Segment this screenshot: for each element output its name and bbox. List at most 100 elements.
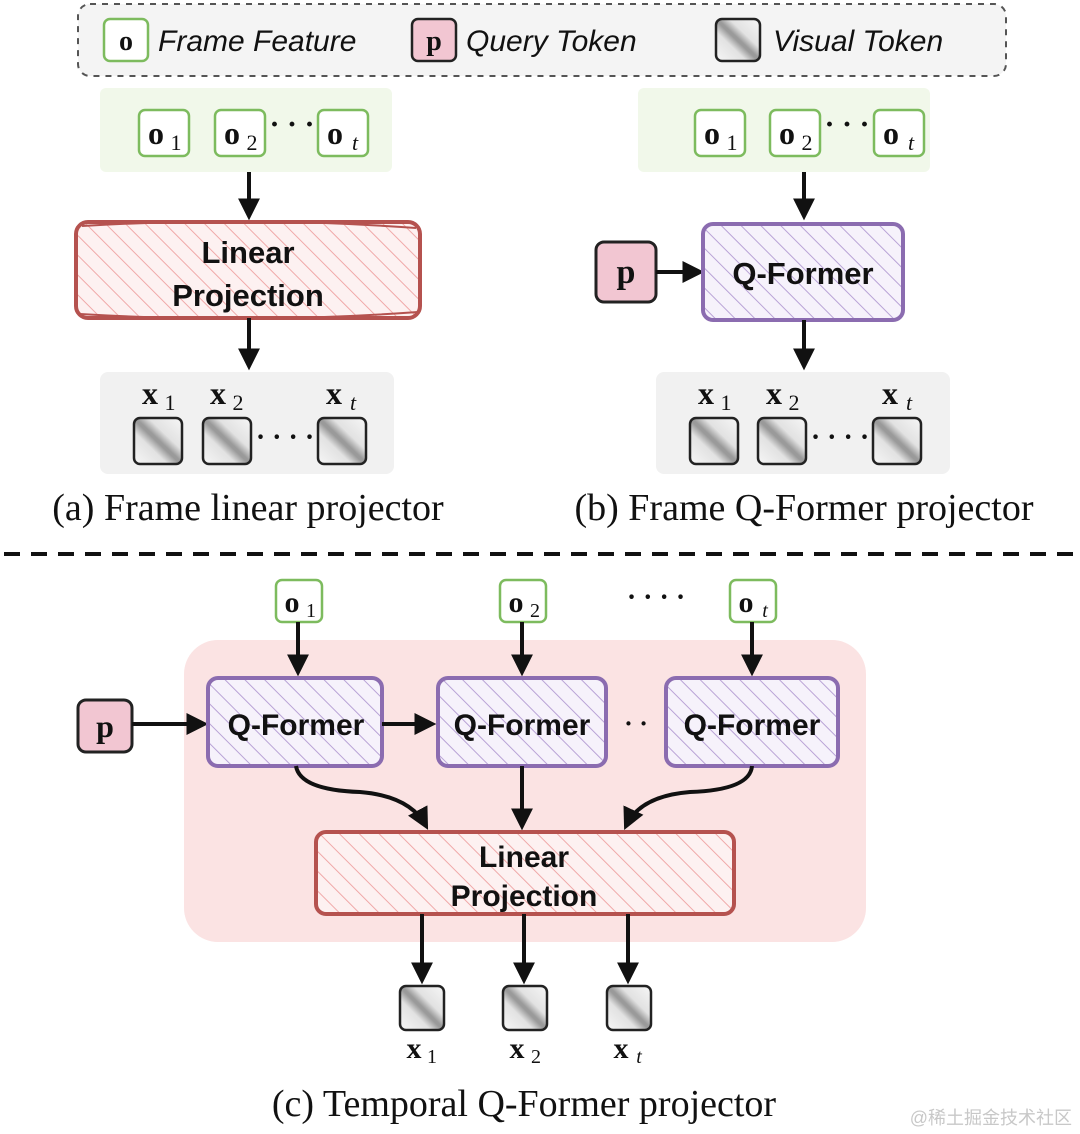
panel-a-output-t: x t — [316, 375, 368, 466]
feature-symbol: o — [779, 115, 795, 151]
frame-feature-box — [693, 108, 747, 158]
panel-c-output-t: x t — [605, 984, 653, 1068]
panel-a-input-t: o t — [316, 108, 370, 158]
panel-c-output-2: x 2 — [501, 984, 549, 1068]
linear-label-line1: Linear — [201, 235, 294, 270]
linear-label-line1: Linear — [479, 841, 569, 874]
legend-frame-feature: o Frame Feature — [102, 17, 356, 63]
feature-symbol: o — [327, 115, 343, 151]
feature-subscript: 1 — [727, 130, 738, 155]
feature-subscript: t — [352, 130, 359, 155]
panel-a-output-ellipsis: · · · · — [256, 422, 314, 453]
panel-c-input-2: o 2 — [498, 578, 548, 624]
panel-c-qformer-t: Q-Former — [664, 676, 840, 768]
panel-c-input-ellipsis: · · · · — [627, 582, 685, 613]
query-token-glyph: p — [617, 254, 636, 291]
panel-b-input-t: o t — [872, 108, 926, 158]
panel-b-input-2: o 2 — [768, 108, 822, 158]
query-token-label: Query Token — [466, 25, 637, 58]
visual-token-icon — [714, 17, 762, 63]
qformer-label: Q-Former — [732, 256, 873, 291]
feature-subscript: 2 — [802, 130, 813, 155]
visual-token-icon — [201, 416, 253, 466]
qformer-label: Q-Former — [684, 709, 821, 742]
panel-a-output-2: x 2 — [201, 375, 253, 466]
token-symbol: x — [407, 1032, 422, 1065]
panel-c-linear-projection: Linear Projection — [314, 830, 736, 916]
frame-feature-glyph: o — [119, 26, 133, 57]
watermark: @稀土掘金技术社区 — [910, 1108, 1072, 1128]
linear-label-line2: Projection — [451, 880, 598, 913]
linear-label-line2: Projection — [172, 278, 324, 313]
feature-symbol: o — [883, 115, 899, 151]
token-symbol: x — [698, 375, 714, 411]
token-subscript: 2 — [531, 1046, 541, 1068]
token-subscript: 1 — [721, 390, 732, 415]
visual-token-icon — [871, 416, 923, 466]
feature-symbol: o — [285, 586, 300, 619]
frame-feature-box — [137, 108, 191, 158]
legend-visual-token: Visual Token — [714, 17, 943, 63]
panel-c-output-1: x 1 — [398, 984, 446, 1068]
panel-c-qformer-ellipsis: · · — [624, 709, 648, 738]
frame-feature-box — [213, 108, 267, 158]
panel-a: o 1 o 2 · · · o t Linear Projection x 1 — [52, 88, 444, 529]
query-token-glyph: p — [96, 708, 114, 744]
frame-feature-label: Frame Feature — [158, 25, 356, 58]
token-symbol: x — [326, 375, 342, 411]
visual-token-icon — [398, 984, 446, 1032]
panel-c-input-1: o 1 — [274, 578, 324, 624]
query-token-icon — [410, 17, 458, 63]
legend-frame — [77, 3, 1007, 77]
feature-symbol: o — [148, 115, 164, 151]
panel-b-caption: (b) Frame Q-Former projector — [574, 487, 1033, 529]
token-subscript: t — [636, 1046, 642, 1068]
frame-feature-box — [872, 108, 926, 158]
panel-c-qformer-1: Q-Former — [206, 676, 384, 768]
token-subscript: 1 — [427, 1046, 437, 1068]
visual-token-icon — [688, 416, 740, 466]
visual-token-icon — [316, 416, 368, 466]
panel-a-input-1: o 1 — [137, 108, 191, 158]
token-symbol: x — [510, 1032, 525, 1065]
frame-feature-box — [316, 108, 370, 158]
panel-b-input-ellipsis: · · · — [824, 108, 869, 141]
feature-symbol: o — [704, 115, 720, 151]
legend: o Frame Feature p Query Token Visual Tok… — [77, 3, 1007, 77]
visual-token-icon — [756, 416, 808, 466]
panel-c-query-token: p — [76, 698, 134, 754]
token-subscript: 2 — [789, 390, 800, 415]
frame-feature-icon — [102, 17, 150, 63]
panel-a-input-2: o 2 — [213, 108, 267, 158]
token-symbol: x — [210, 375, 226, 411]
panel-b-input-1: o 1 — [693, 108, 747, 158]
visual-token-icon — [132, 416, 184, 466]
panel-b-query-token: p — [594, 240, 658, 304]
panel-b-qformer: Q-Former — [701, 222, 905, 322]
panel-c-input-t: o t — [728, 578, 778, 624]
panel-c-caption: (c) Temporal Q-Former projector — [272, 1083, 777, 1125]
feature-subscript: 2 — [530, 600, 540, 622]
feature-symbol: o — [224, 115, 240, 151]
panel-c-qformer-2: Q-Former — [436, 676, 608, 768]
panel-b-output-1: x 1 — [688, 375, 740, 466]
panel-c: o 1 o 2 · · · · o t p Q-Former — [76, 578, 866, 1125]
panel-b-output-ellipsis: · · · · — [811, 422, 869, 453]
visual-token-icon — [605, 984, 653, 1032]
token-symbol: x — [766, 375, 782, 411]
panel-c-arrow-qft-linear — [623, 765, 754, 830]
panel-a-input-ellipsis: · · · — [269, 108, 314, 141]
feature-symbol: o — [739, 586, 754, 619]
feature-subscript: t — [908, 130, 915, 155]
panel-c-arrow-qf1-linear — [294, 765, 429, 830]
token-subscript: 2 — [233, 390, 244, 415]
token-symbol: x — [614, 1032, 629, 1065]
legend-query-token: p Query Token — [410, 17, 637, 63]
panel-a-output-1: x 1 — [132, 375, 184, 466]
token-symbol: x — [142, 375, 158, 411]
feature-subscript: 1 — [171, 130, 182, 155]
panel-b-output-2: x 2 — [756, 375, 808, 466]
feature-subscript: t — [762, 600, 768, 622]
token-symbol: x — [882, 375, 898, 411]
